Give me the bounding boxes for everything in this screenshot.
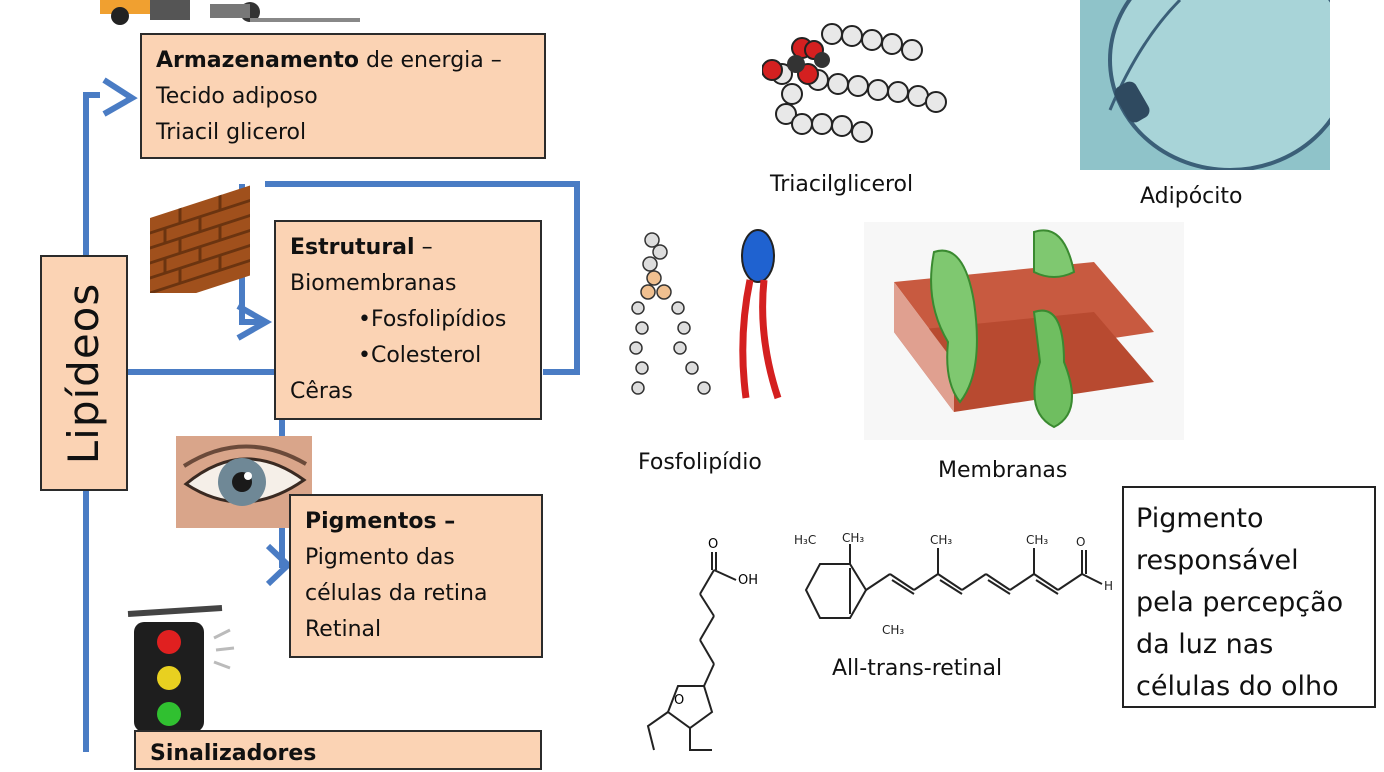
- signalers-title: Sinalizadores: [150, 741, 317, 766]
- retinal-h: H: [1104, 579, 1113, 593]
- membrane-icon: [864, 222, 1184, 440]
- brick-wall-icon: [150, 185, 250, 293]
- pigments-line-2: células da retina: [305, 581, 488, 606]
- caption-membranas: Membranas: [938, 458, 1068, 483]
- pigments-line-1: Pigmento das: [305, 545, 455, 570]
- prostaglandin-structure: O OH O: [646, 537, 758, 751]
- caption-adipocito: Adipócito: [1140, 184, 1243, 209]
- note-line-3: pela percepção: [1136, 587, 1344, 618]
- retinal-structure: H₃C CH₃ CH₃ CH₃ CH₃ O H: [794, 531, 1113, 637]
- phospholipid-icon: [629, 229, 782, 400]
- prosta-o2: O: [674, 693, 684, 708]
- lipideos-label: Lipídeos: [59, 282, 109, 464]
- energy-line-2: Triacil glicerol: [156, 120, 307, 145]
- triacylglycerol-molecule-icon: [762, 23, 947, 143]
- structural-item-1: •Fosfolipídios: [358, 307, 507, 332]
- caption-fosfolipidio: Fosfolipídio: [638, 450, 762, 475]
- structural-item-2: •Colesterol: [358, 343, 482, 368]
- adipocyte-image: [1080, 0, 1330, 170]
- signalers-box: Sinalizadores: [134, 730, 542, 770]
- retinal-ch3-c: CH₃: [1026, 533, 1048, 547]
- forklift-icon: [100, 0, 360, 25]
- note-line-5: células do olho: [1136, 671, 1339, 702]
- caption-retinal: All-trans-retinal: [832, 656, 1003, 681]
- note-line-1: Pigmento: [1136, 503, 1264, 534]
- retinal-h3c: H₃C: [794, 533, 816, 547]
- traffic-light-icon: [127, 605, 235, 732]
- prosta-o1: O: [708, 537, 718, 552]
- structural-box: Estrutural – Biomembranas •Fosfolipídios…: [274, 220, 542, 420]
- pigments-box: Pigmentos – Pigmento das células da reti…: [289, 494, 543, 658]
- note-line-4: da luz nas: [1136, 629, 1274, 660]
- energy-title-line: Armazenamento de energia –: [156, 48, 502, 73]
- retinal-o: O: [1076, 535, 1085, 549]
- structural-line-2: Cêras: [290, 379, 353, 404]
- pigments-line-3: Retinal: [305, 617, 382, 642]
- retinal-ch3-a: CH₃: [842, 531, 864, 545]
- energy-line-1: Tecido adiposo: [156, 84, 318, 109]
- lipideos-label-box: Lipídeos: [40, 255, 128, 491]
- caption-triacilglicerol: Triacilglicerol: [770, 172, 914, 197]
- pigments-title: Pigmentos –: [305, 509, 456, 534]
- prosta-oh: OH: [738, 573, 758, 588]
- eye-icon: [176, 436, 312, 528]
- retinal-ch3-b: CH₃: [930, 533, 952, 547]
- pigment-note-box: Pigmento responsável pela percepção da l…: [1122, 486, 1376, 708]
- structural-title-line: Estrutural –: [290, 235, 433, 260]
- note-line-2: responsável: [1136, 545, 1299, 576]
- retinal-ch3-d: CH₃: [882, 623, 904, 637]
- structural-line-1: Biomembranas: [290, 271, 457, 296]
- energy-storage-box: Armazenamento de energia – Tecido adipos…: [140, 33, 546, 159]
